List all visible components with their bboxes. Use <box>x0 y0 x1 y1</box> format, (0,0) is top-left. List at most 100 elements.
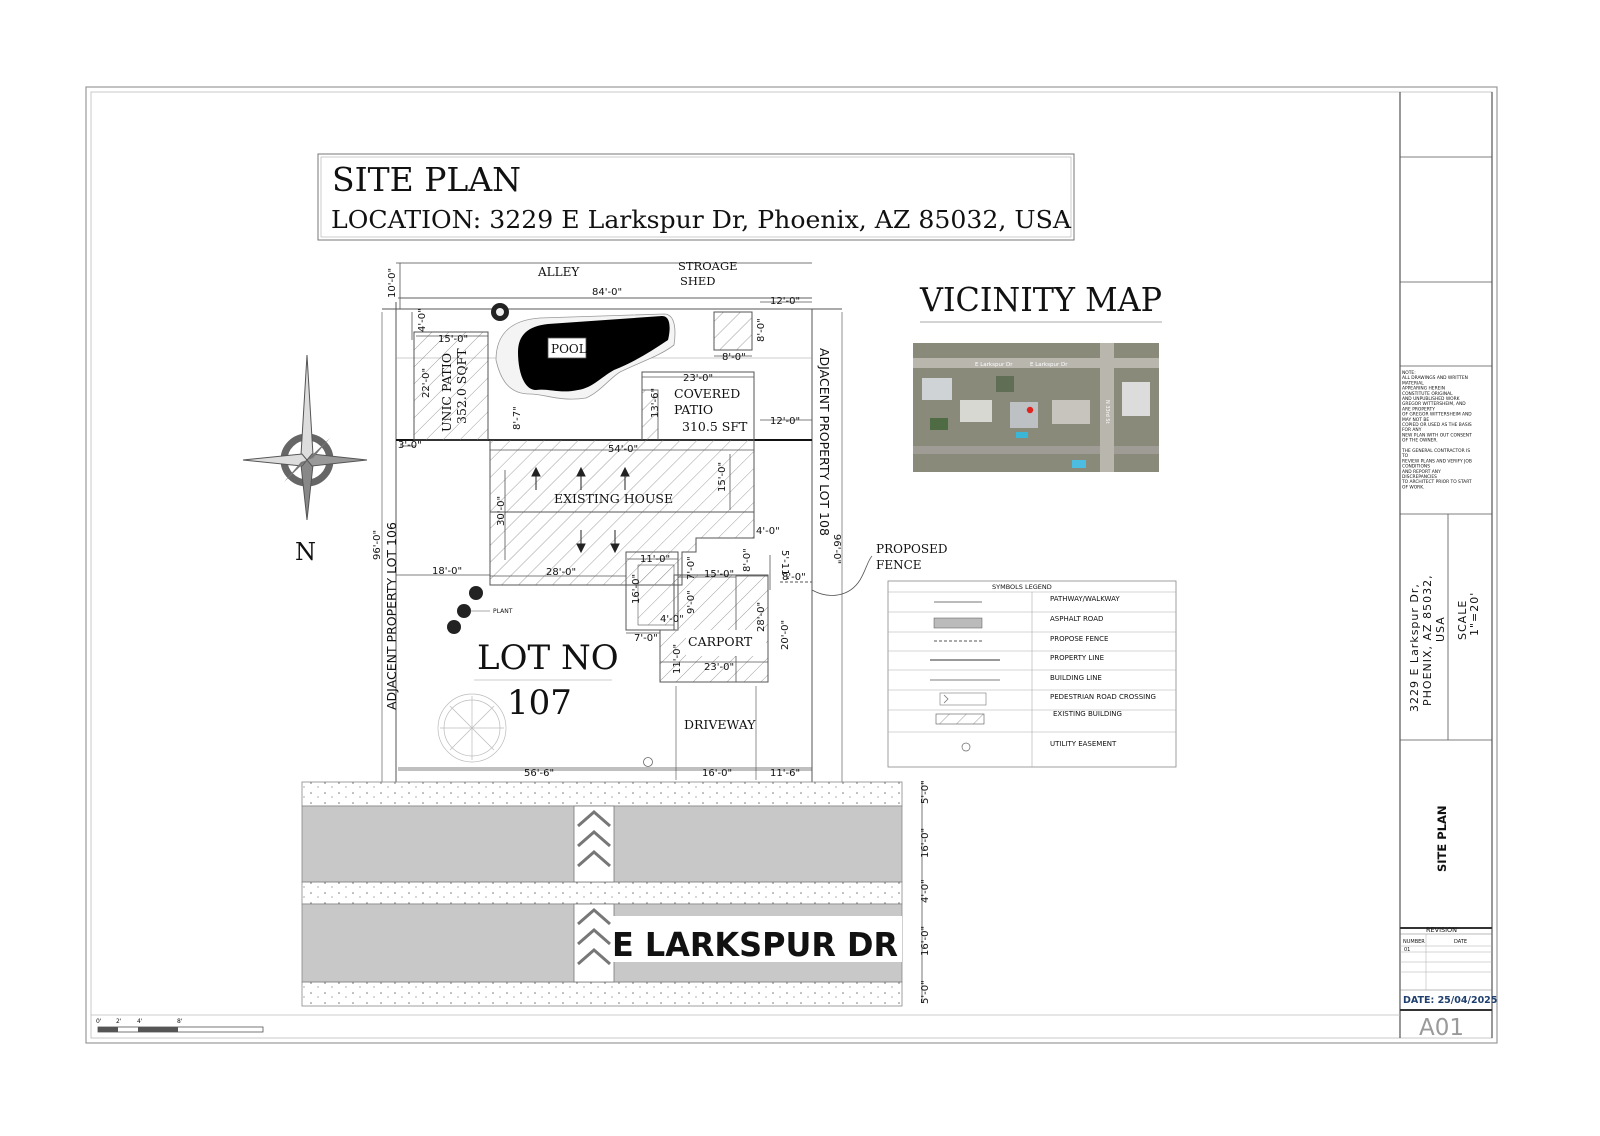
note-line: TO ARCHITECT PRIOR TO START <box>1401 479 1472 485</box>
dimension-lines <box>396 263 923 1003</box>
legend-title: SYMBOLS LEGEND <box>992 583 1052 591</box>
dim-label: 15'-0" <box>438 334 468 345</box>
tree-icon: PLANT <box>437 303 513 763</box>
revision-label: REVISION <box>1426 926 1457 934</box>
aerial-street-label-vertical: N 33rd St <box>1104 400 1110 424</box>
legend-item: ASPHALT ROAD <box>1050 615 1103 623</box>
address-line-3: USA <box>1434 616 1447 642</box>
dim-label: 30'-0" <box>496 496 507 526</box>
unic-patio-label-2: 352.0 SQFT <box>454 348 469 424</box>
dim-label: 23'-0" <box>683 373 713 384</box>
dim-label: 28'-0" <box>546 567 576 578</box>
covered-patio: COVERED PATIO 310.5 SFT <box>641 371 755 441</box>
carport-label: CARPORT <box>688 634 753 649</box>
dim-label: 15'-0" <box>704 569 734 580</box>
note-line: FOR ANY <box>1402 427 1422 433</box>
dim-label: 8'-0" <box>782 572 806 583</box>
dim-label: 4'-0" <box>756 526 780 537</box>
sheet-title: SITE PLAN <box>1435 805 1449 872</box>
scale-tick: 0' <box>96 1018 102 1025</box>
dim-label: 16'-0" <box>920 926 931 956</box>
dim-label: 16'-0" <box>920 828 931 858</box>
scale-tick: 4' <box>137 1018 143 1025</box>
dim-label: 5'-0" <box>920 980 931 1004</box>
street: E LARKSPUR DR <box>301 781 903 1007</box>
note-line: ALL DRAWINGS AND WRITTEN <box>1402 375 1468 381</box>
dim-label: 3'-0" <box>398 440 422 451</box>
pool-label: POOL <box>551 342 587 356</box>
unic-patio-label-1: UNIC PATIO <box>439 353 454 432</box>
address-line-2: PHOENIX, AZ 85032, <box>1421 574 1434 706</box>
aerial-image: E Larkspur Dr E Larkspur Dr N 33rd St <box>913 343 1159 472</box>
dim-label: 96'-0" <box>372 530 383 560</box>
scale-tick: 2' <box>116 1018 122 1025</box>
storage-shed <box>713 311 753 351</box>
note-line: THE GENERAL CONTRACTOR IS <box>1401 448 1470 454</box>
note-line: ARE PROPERTY <box>1402 406 1435 412</box>
vicinity-title: VICINITY MAP <box>919 280 1162 319</box>
note-line: CONSTITUTE ORIGINAL <box>1402 391 1453 397</box>
dim-label: 84'-0" <box>592 287 622 298</box>
legend-item: EXISTING BUILDING <box>1053 710 1122 718</box>
dim-label: 4'-0" <box>660 614 684 625</box>
pool: POOL <box>495 313 676 400</box>
unic-patio: UNIC PATIO 352.0 SQFT <box>413 331 489 441</box>
address-line-1: 3229 E Larkspur Dr, <box>1408 583 1421 712</box>
dim-label: 22'-0" <box>421 368 432 398</box>
large-tree-icon <box>437 693 507 763</box>
page-title: SITE PLAN <box>332 160 521 199</box>
dim-label: 8'-0" <box>742 548 753 572</box>
proposed-fence-label-2: FENCE <box>876 558 922 572</box>
dim-label: 12'-0" <box>770 416 800 427</box>
dimension-labels: 10'-0" 84'-0" 12'-0" 4'-0" 15'-0" 22'-0"… <box>372 268 842 779</box>
dim-label: 96'-0" <box>831 534 842 564</box>
dim-label: 5'-0" <box>920 780 931 804</box>
location-text: LOCATION: 3229 E Larkspur Dr, Phoenix, A… <box>331 205 1071 234</box>
dim-label: 9'-0" <box>686 590 697 614</box>
north-label: N <box>295 538 316 566</box>
legend-item: PROPERTY LINE <box>1050 654 1104 662</box>
dim-label: 4'-0" <box>417 308 428 332</box>
covered-patio-area: 310.5 SFT <box>682 419 748 434</box>
symbols-legend: SYMBOLS LEGEND PATHWAY/WALKWAY ASPHALT R… <box>887 580 1177 768</box>
proposed-fence: PROPOSED FENCE <box>780 542 947 596</box>
driveway-label: DRIVEWAY <box>684 717 756 732</box>
note-line: OF WORK. <box>1402 484 1425 490</box>
dim-label: 13'-6" <box>650 388 661 418</box>
sheet-number: A01 <box>1419 1015 1464 1041</box>
legend-item: UTILITY EASEMENT <box>1050 740 1117 748</box>
scale-value: 1"=20' <box>1468 592 1481 636</box>
existing-house: EXISTING HOUSE <box>489 439 755 586</box>
storage-shed-label-1: STROAGE <box>678 259 738 273</box>
dim-label: 11'-6" <box>770 768 800 779</box>
dim-label: 5'-11" <box>779 550 790 580</box>
north-arrow-icon: N <box>242 354 368 566</box>
revision-number: 01 <box>1404 947 1410 953</box>
note-line: TO <box>1401 453 1409 459</box>
dim-label: 8'-0" <box>756 318 767 342</box>
date-label: DATE <box>1454 939 1467 945</box>
lot-number: LOT NO 107 <box>474 638 619 723</box>
note-line: NOTE: <box>1402 370 1416 376</box>
note-line: OF THE OWNER. <box>1402 438 1438 444</box>
note-line: NEW PLAN WITH OUT CONSENT <box>1402 432 1472 438</box>
note-line: CONDITIONS <box>1402 464 1430 470</box>
vicinity-map: VICINITY MAP E Larkspur Dr E Larkspur Dr… <box>913 280 1162 472</box>
carport: CARPORT <box>625 551 771 683</box>
note-line: GREGOR WITTERSHEIM, AND <box>1402 401 1466 407</box>
note-line: DISCREPANCIES <box>1402 474 1437 480</box>
dim-label: 54'-0" <box>608 444 638 455</box>
aerial-street-label-left: E Larkspur Dr <box>975 362 1013 368</box>
lot-no-value: 107 <box>507 683 572 723</box>
note-line: APPEARING HEREIN <box>1402 386 1445 392</box>
date-text: DATE: 25/04/2025 <box>1403 995 1497 1006</box>
dim-label: 18'-0" <box>432 566 462 577</box>
dim-label: 20'-0" <box>780 620 791 650</box>
covered-patio-label-2: PATIO <box>674 402 713 417</box>
dim-label: 10'-0" <box>387 268 398 298</box>
driveway: DRIVEWAY <box>643 717 756 767</box>
dim-label: 16'-0" <box>702 768 732 779</box>
dim-label: 7'-0" <box>686 556 697 580</box>
adjacent-right-label: ADJACENT PROPERTY LOT 108 <box>817 348 832 536</box>
